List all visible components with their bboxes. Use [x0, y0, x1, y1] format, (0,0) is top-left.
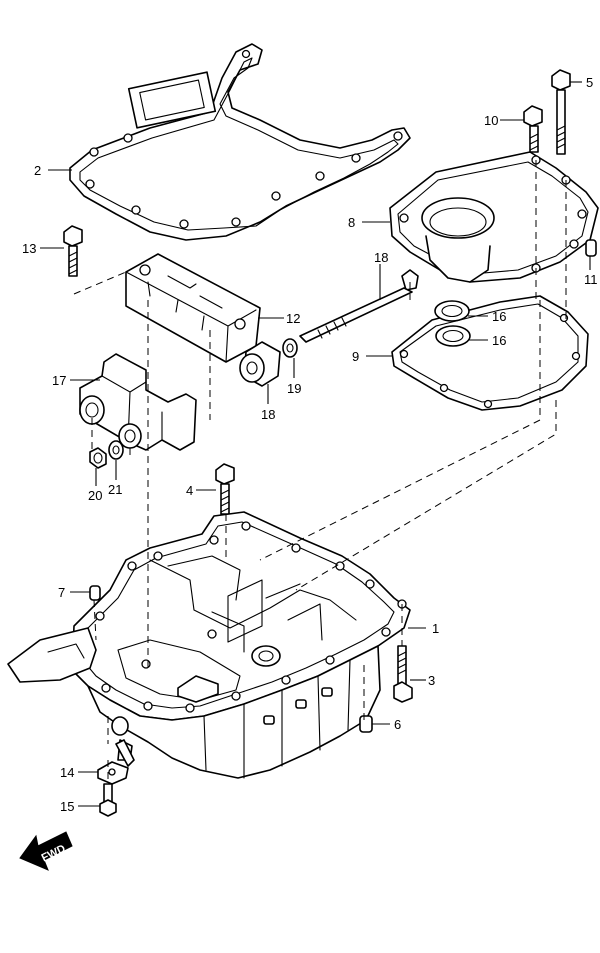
- callout-labels: 2 13 10 5 8 11 18 12 9 16 16 17 18 19 20…: [22, 75, 598, 814]
- assembly-lines: [73, 160, 567, 784]
- seal-16-lower: [435, 325, 471, 347]
- callout-15: 15: [60, 799, 74, 814]
- callout-16-upper: 16: [492, 309, 506, 324]
- gasket-2: [69, 43, 411, 241]
- dowel-7: [89, 585, 101, 601]
- oil-pan-1: [7, 511, 411, 779]
- callout-8: 8: [348, 215, 355, 230]
- callout-2: 2: [34, 163, 41, 178]
- callout-1: 1: [432, 621, 439, 636]
- callout-17: 17: [52, 373, 66, 388]
- callout-20: 19: [287, 381, 301, 396]
- callout-11: 11: [584, 272, 598, 287]
- leader-lines: [40, 81, 591, 807]
- washer-22: [108, 440, 124, 460]
- fwd-arrow-icon: FWD: [19, 831, 73, 871]
- callout-16-lower: 16: [492, 333, 506, 348]
- callout-18: 18: [261, 407, 275, 422]
- callout-6: 6: [394, 717, 401, 732]
- callout-5: 5: [586, 75, 593, 90]
- bolt-4: [215, 463, 235, 515]
- callout-14: 14: [60, 765, 74, 780]
- bracket-12: [125, 253, 261, 363]
- bolt-3: [393, 645, 413, 703]
- block-17: [79, 353, 197, 451]
- callout-19: 18: [374, 250, 388, 265]
- fitting-14: [97, 739, 135, 785]
- callout-4: 4: [186, 483, 193, 498]
- bolt-19: [299, 269, 419, 343]
- dowel-6: [359, 715, 373, 733]
- bolt-15: [99, 783, 117, 817]
- bolt-10: [523, 105, 543, 153]
- callout-13: 13: [22, 241, 36, 256]
- callout-12: 12: [286, 311, 300, 326]
- nut-21: [89, 447, 107, 469]
- callout-22: 21: [108, 482, 122, 497]
- washer-20: [282, 338, 298, 358]
- cover-8: [389, 151, 599, 283]
- bolt-13: [63, 225, 83, 277]
- callout-21: 20: [88, 488, 102, 503]
- callout-9: 9: [352, 349, 359, 364]
- callout-7: 7: [58, 585, 65, 600]
- seal-16-upper: [434, 300, 470, 322]
- mount-18: [239, 341, 281, 387]
- gasket-9: [391, 295, 589, 411]
- dowel-11: [585, 239, 597, 257]
- bolt-5: [551, 69, 571, 155]
- callout-3: 3: [428, 673, 435, 688]
- callout-10: 10: [484, 113, 498, 128]
